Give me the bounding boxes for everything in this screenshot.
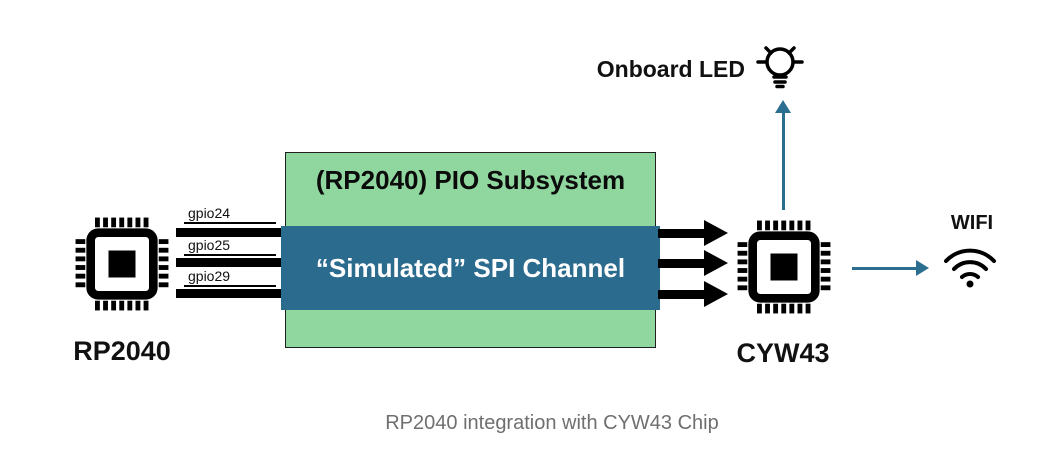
rp2040-label: RP2040 [73,336,171,366]
diagram-caption: RP2040 integration with CYW43 Chip [385,412,719,434]
spi-arrow-3-shaft [658,290,704,299]
gpio24-line [176,228,286,237]
spi-arrow-1-head [704,220,728,246]
cyw43-chip-icon [730,213,838,321]
gpio25-line [176,258,286,267]
spi-arrow-3-head [704,281,728,307]
chip-icon [75,217,169,311]
wifi-label: WIFI [950,212,994,234]
gpio24-label: gpio24 [184,205,276,224]
wifi-arrow-head [916,260,929,276]
spi-channel-box: “Simulated” SPI Channel [281,226,660,310]
rp2040-chip-icon [68,210,176,318]
pio-subsystem-title: (RP2040) PIO Subsystem [315,165,626,195]
lightbulb-icon [746,36,810,100]
wifi-arrow-shaft [852,267,918,270]
gpio29-label: gpio29 [184,268,276,287]
gpio25-label: gpio25 [184,237,276,256]
led-arrow-head [775,100,791,113]
spi-arrow-2-head [704,250,728,276]
spi-arrow-2-shaft [658,259,704,268]
wifi-icon [940,242,1000,290]
onboard-led-label: Onboard LED [596,56,745,82]
led-arrow-shaft [782,112,785,210]
spi-channel-label: “Simulated” SPI Channel [315,252,626,283]
chip-icon [737,220,831,314]
spi-arrow-1-shaft [658,229,704,238]
cyw43-label: CYW43 [736,338,830,368]
gpio29-line [176,289,286,298]
